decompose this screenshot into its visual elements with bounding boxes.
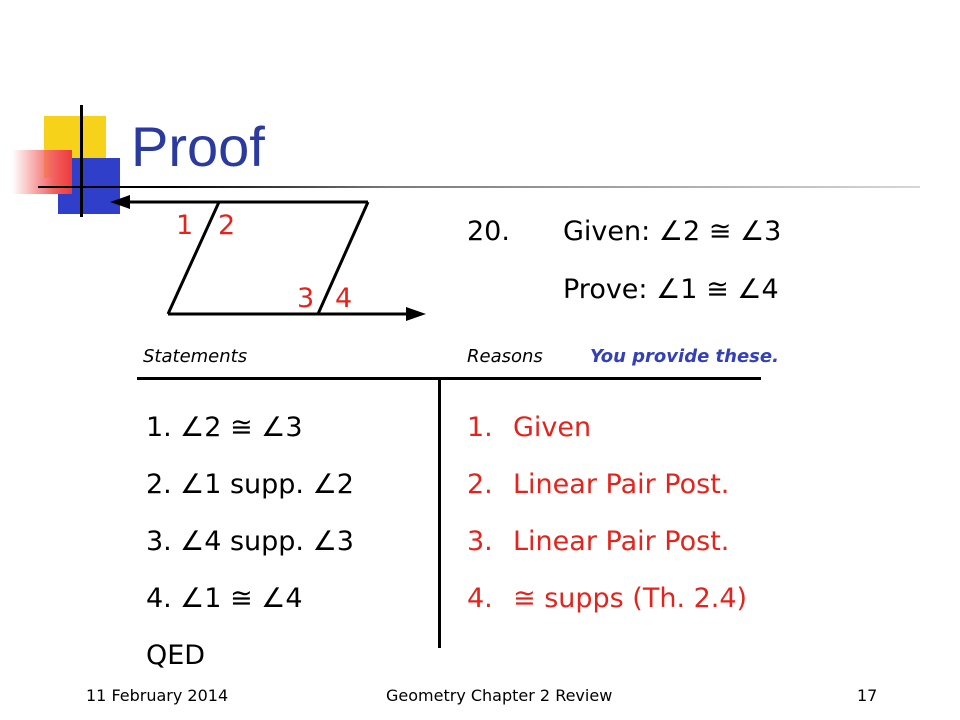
angle-label-2: 2	[218, 210, 236, 241]
statement-number: 3.	[146, 526, 172, 557]
reason-text: Linear Pair Post.	[513, 469, 730, 500]
statements-header: Statements	[143, 346, 248, 367]
proof-conclusion: QED	[146, 640, 206, 671]
footer-date: 11 February 2014	[86, 686, 229, 705]
problem-number: 20.	[467, 216, 510, 247]
statement-text: ∠4 supp. ∠3	[180, 526, 354, 557]
angle-label-1: 1	[176, 210, 194, 241]
problem-given: Given: ∠2 ≅ ∠3	[563, 216, 782, 247]
statement-text: ∠1 supp. ∠2	[180, 469, 354, 500]
left-transversal	[166, 201, 221, 315]
statement-number: 1.	[146, 412, 172, 443]
table-header-rule	[137, 377, 761, 380]
reason-row: 4. ≅ supps (Th. 2.4)	[467, 583, 747, 615]
bottom-ray-arrowhead	[406, 307, 426, 321]
reasons-header: Reasons	[467, 346, 543, 367]
reasons-note: You provide these.	[590, 346, 779, 367]
reason-number: 1.	[467, 412, 493, 443]
statement-row: 4. ∠1 ≅ ∠4	[146, 583, 303, 615]
logo-vertical-line	[80, 105, 83, 217]
table-column-divider	[438, 377, 441, 648]
reason-text: Linear Pair Post.	[513, 526, 730, 557]
reason-row: 2. Linear Pair Post.	[467, 469, 729, 501]
reason-number: 4.	[467, 583, 493, 614]
reason-number: 2.	[467, 469, 493, 500]
reason-text: ≅ supps (Th. 2.4)	[513, 583, 748, 614]
slide-title: Proof	[131, 115, 265, 178]
title-underline	[38, 186, 920, 188]
statement-row: 3. ∠4 supp. ∠3	[146, 526, 354, 558]
statement-row: 1. ∠2 ≅ ∠3	[146, 412, 303, 444]
statement-number: 2.	[146, 469, 172, 500]
angle-label-3: 3	[297, 283, 315, 314]
angle-label-4: 4	[335, 283, 353, 314]
reason-row: 1. Given	[467, 412, 591, 444]
reason-number: 3.	[467, 526, 493, 557]
problem-prove: Prove: ∠1 ≅ ∠4	[563, 274, 779, 305]
reason-text: Given	[513, 412, 592, 443]
footer-course: Geometry Chapter 2 Review	[386, 686, 613, 705]
reason-row: 3. Linear Pair Post.	[467, 526, 729, 558]
statement-number: 4.	[146, 583, 172, 614]
statement-text: ∠2 ≅ ∠3	[180, 412, 303, 443]
top-ray-arrowhead	[110, 195, 130, 209]
right-transversal	[316, 201, 370, 315]
statement-text: ∠1 ≅ ∠4	[180, 583, 303, 614]
statement-row: 2. ∠1 supp. ∠2	[146, 469, 354, 501]
footer-page-number: 17	[857, 686, 878, 705]
